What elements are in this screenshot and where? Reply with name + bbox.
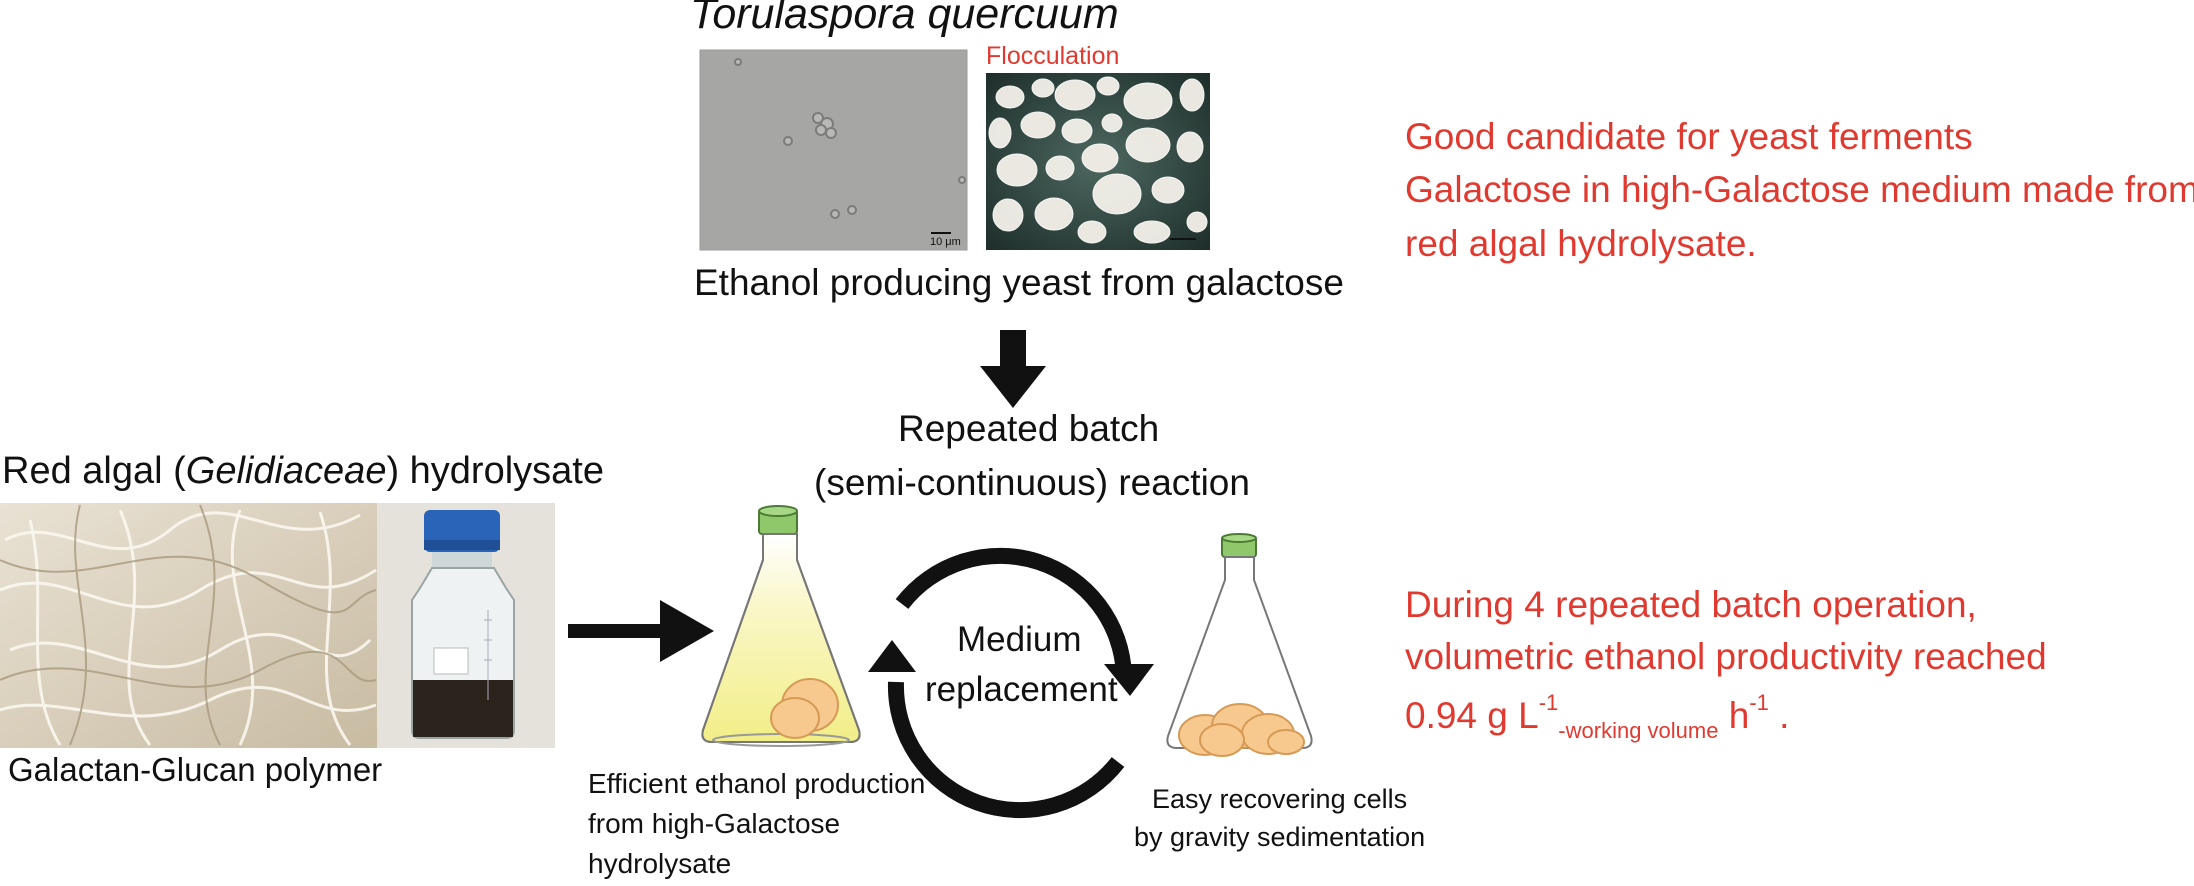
- cycle-arrowhead-right: [1104, 664, 1154, 696]
- medium-replacement-line1: Medium: [957, 620, 1082, 659]
- recovering-cells-line2: by gravity sedimentation: [1134, 822, 1426, 852]
- productivity-line1: During 4 repeated batch operation,: [1405, 584, 1977, 625]
- bottle-icon: [377, 503, 555, 748]
- flask-icon-left: [701, 505, 861, 747]
- yeast-species-title: Torulaspora quercuum: [690, 0, 1119, 38]
- productivity-number: 0.94 g L: [1405, 695, 1539, 736]
- algae-photo: [0, 503, 377, 748]
- algae-title: Red algal (Gelidiaceae) hydrolysate: [2, 450, 604, 493]
- yeast-cell-cluster-right: [1178, 703, 1305, 757]
- flocculation-label: Flocculation: [986, 42, 1120, 70]
- flocculation-photo: [986, 73, 1210, 250]
- efficient-production-line2: from high-Galactose: [588, 808, 841, 839]
- repeated-batch-line1: Repeated batch: [898, 408, 1160, 449]
- algae-title-suffix: ) hydrolysate: [386, 450, 604, 492]
- candidate-line2: Galactose in high-Galactose medium made …: [1405, 169, 2194, 210]
- productivity-value: 0.94 g L-1-working volume h-1 .: [1405, 690, 1789, 744]
- cycle-arrowhead-left: [868, 640, 916, 672]
- down-arrow-icon: [980, 330, 1046, 408]
- recovering-cells-line1: Easy recovering cells: [1152, 784, 1408, 814]
- medium-replacement-line2: replacement: [925, 670, 1118, 709]
- yeast-micrograph: 10 μm: [699, 49, 968, 251]
- right-arrow-icon: [568, 600, 714, 662]
- yeast-cell-cluster-left: [770, 678, 839, 739]
- efficient-production-line3: hydrolysate: [588, 848, 732, 879]
- candidate-line1: Good candidate for yeast ferments: [1405, 116, 1973, 157]
- productivity-sup1: -1: [1538, 690, 1559, 715]
- algae-title-family: Gelidiaceae: [185, 450, 387, 492]
- productivity-sub: -working volume: [1558, 718, 1719, 743]
- svg-text:10 μm: 10 μm: [930, 236, 961, 248]
- algae-title-prefix: Red algal (: [2, 450, 186, 492]
- productivity-unit: h: [1718, 695, 1750, 736]
- productivity-line2: volumetric ethanol productivity reached: [1405, 636, 2047, 677]
- flask-icon-right: [1166, 533, 1313, 757]
- polymer-label: Galactan-Glucan polymer: [8, 751, 383, 788]
- productivity-end: .: [1768, 695, 1790, 736]
- candidate-line3: red algal hydrolysate.: [1405, 223, 1757, 264]
- yeast-caption: Ethanol producing yeast from galactose: [694, 262, 1344, 303]
- cycle-arrows-icon: [887, 547, 1132, 819]
- efficient-production-line1: Efficient ethanol production: [588, 768, 926, 799]
- productivity-sup2: -1: [1749, 690, 1769, 715]
- repeated-batch-line2: (semi-continuous) reaction: [814, 462, 1250, 503]
